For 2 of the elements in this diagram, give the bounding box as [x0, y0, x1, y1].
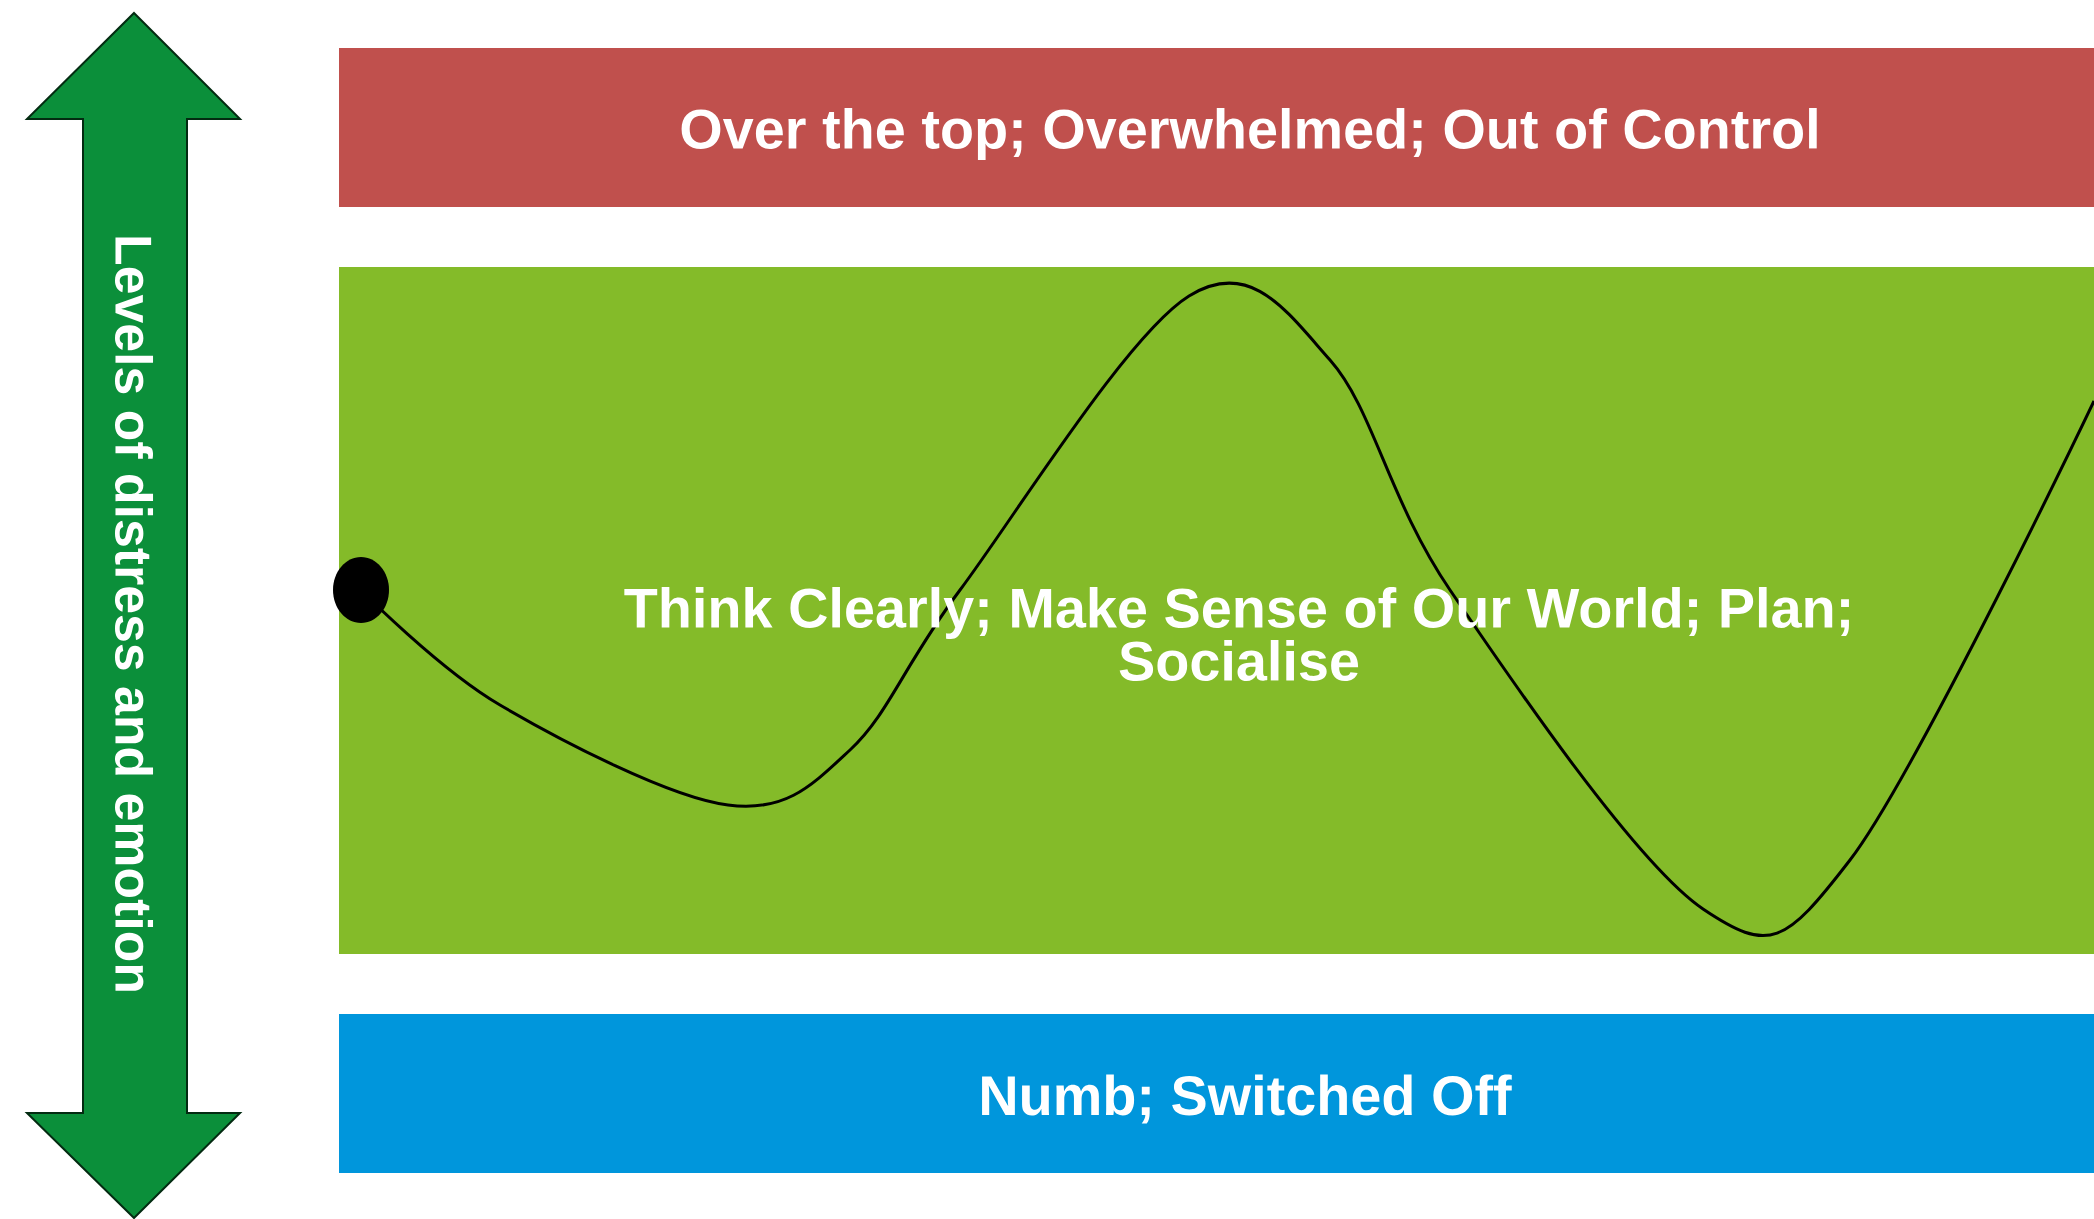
level-band: Numb; Switched Off	[339, 1014, 2094, 1173]
level-band: Over the top; Overwhelmed; Out of Control	[339, 48, 2094, 207]
